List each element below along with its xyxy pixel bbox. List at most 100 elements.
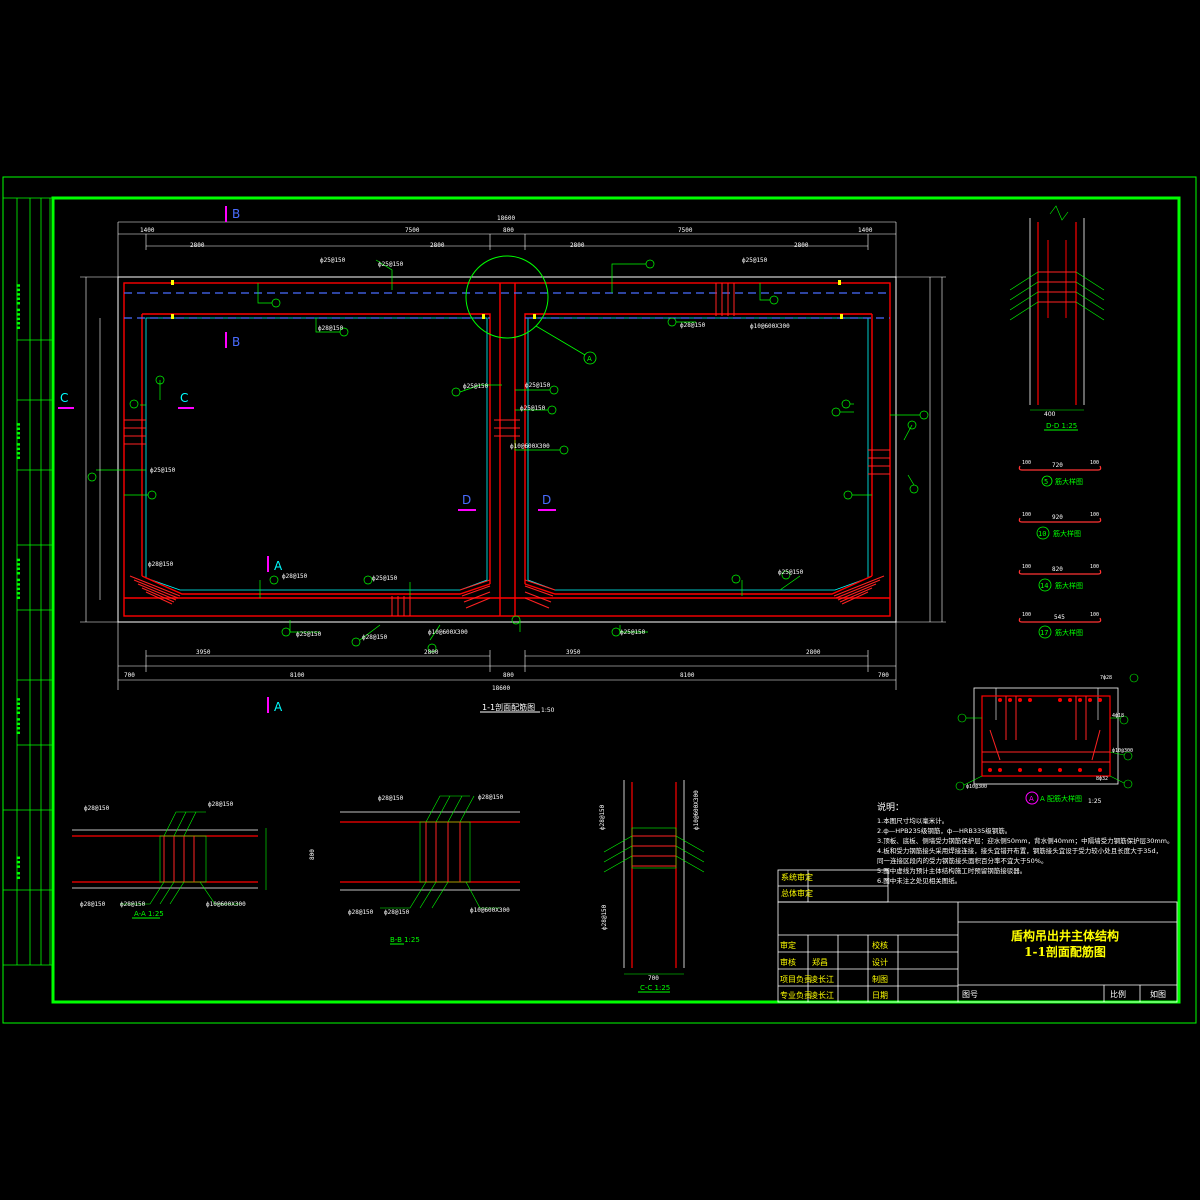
svg-text:100: 100 — [1090, 612, 1099, 618]
svg-text:C-C 1:25: C-C 1:25 — [640, 984, 670, 992]
svg-text:ф28@150: ф28@150 — [208, 801, 234, 808]
svg-text:∎∎∎∎∎ ∎∎∎∎: ∎∎∎∎∎ ∎∎∎∎ — [14, 558, 22, 600]
svg-text:C: C — [60, 391, 68, 405]
tb-cell-1-0: 审核 — [780, 958, 796, 967]
svg-text:100: 100 — [1022, 512, 1031, 518]
svg-text:ф28@150: ф28@150 — [348, 909, 374, 916]
svg-text:ф25@150: ф25@150 — [742, 257, 768, 264]
svg-text:5: 5 — [1044, 478, 1048, 486]
note-1: 1.本图尺寸均以毫米计。 — [877, 817, 949, 825]
svg-text:14: 14 — [1040, 582, 1048, 590]
svg-text:ф28@150: ф28@150 — [378, 795, 404, 802]
svg-text:700: 700 — [648, 975, 659, 982]
svg-text:1:25: 1:25 — [1088, 798, 1102, 805]
bar-shape-10: 100 920 100 10 筋大样图 — [1018, 512, 1102, 540]
svg-text:545: 545 — [1054, 614, 1065, 621]
detail-aa: ф28@150 ф28@150 ф28@150 ф28@150 ф10@600X… — [72, 801, 267, 919]
svg-text:A: A — [274, 559, 283, 573]
note-3: 3.顶板、底板、侧墙受力钢筋保护层：迎水侧50mm，背水侧40mm；中隔墙受力钢… — [877, 837, 1174, 845]
svg-text:C: C — [180, 391, 188, 405]
svg-text:筋大样图: 筋大样图 — [1053, 529, 1081, 538]
svg-text:ф10@600X300: ф10@600X300 — [750, 323, 790, 330]
svg-text:10: 10 — [1038, 530, 1046, 538]
tb-drawing-no: 图号 — [962, 990, 978, 999]
rebar-labels: ф25@150 ф25@150 ф25@150 ф28@150 ф10@600X… — [148, 257, 804, 641]
haunch-rebar — [124, 283, 890, 616]
svg-text:ф28@150: ф28@150 — [384, 909, 410, 916]
bar-shapes: 100 720 100 5 筋大样图 100 920 100 10 筋大样图 1… — [1018, 460, 1102, 639]
svg-text:ф28@150: ф28@150 — [80, 901, 106, 908]
dimension-lines — [80, 221, 946, 690]
svg-text:17: 17 — [1040, 629, 1048, 637]
svg-text:2800: 2800 — [190, 242, 205, 249]
notes-title: 说明： — [877, 803, 905, 813]
svg-text:800: 800 — [309, 849, 316, 860]
svg-text:18600: 18600 — [497, 215, 515, 222]
svg-text:ф28@150: ф28@150 — [318, 325, 344, 332]
svg-text:A: A — [1029, 795, 1034, 803]
bar-shape-5: 100 720 100 5 筋大样图 — [1018, 460, 1102, 487]
bar-shape-17: 100 545 100 17 筋大样图 — [1018, 612, 1102, 639]
section-marks: B B C C D D A A — [58, 206, 556, 714]
svg-text:800: 800 — [503, 672, 514, 679]
svg-text:2800: 2800 — [570, 242, 585, 249]
svg-text:ф10@600X300: ф10@600X300 — [470, 907, 510, 914]
svg-text:ф25@150: ф25@150 — [372, 575, 398, 582]
detail-bb: ф28@150 ф28@150 ф28@150 ф28@150 ф10@600X… — [309, 794, 520, 945]
svg-text:2800: 2800 — [430, 242, 445, 249]
leaders — [87, 259, 929, 653]
svg-text:100: 100 — [1090, 564, 1099, 570]
svg-text:1400: 1400 — [858, 227, 873, 234]
svg-text:700: 700 — [878, 672, 889, 679]
svg-text:ф28@150: ф28@150 — [362, 634, 388, 641]
tb-cell-2-0: 项目负责 — [780, 975, 812, 984]
left-stamp-column — [3, 197, 53, 966]
svg-text:ф25@150: ф25@150 — [778, 569, 804, 576]
connector-markers — [171, 280, 843, 319]
detail-a-big: 7ф28 4ф18 ф10@300 8ф32 ф10@300 A A 配筋大样图… — [955, 673, 1139, 805]
svg-text:1:50: 1:50 — [541, 707, 555, 714]
svg-text:筋大样图: 筋大样图 — [1055, 477, 1083, 486]
svg-text:ф25@150: ф25@150 — [620, 629, 646, 636]
svg-text:∎∎ ∎∎∎: ∎∎ ∎∎∎ — [14, 856, 22, 881]
svg-text:ф28@150: ф28@150 — [84, 805, 110, 812]
tb-cell-1-1: 郑昌 — [812, 958, 828, 967]
svg-text:∎∎∎∎ ∎∎∎∎: ∎∎∎∎ ∎∎∎∎ — [14, 422, 22, 460]
detail-dd: 400 D-D 1:25 — [1009, 205, 1105, 431]
svg-text:ф25@150: ф25@150 — [520, 405, 546, 412]
title-block — [777, 869, 1178, 1003]
svg-text:800: 800 — [503, 227, 514, 234]
svg-text:∎∎∎∎ ∎∎∎∎: ∎∎∎∎ ∎∎∎∎ — [14, 697, 22, 735]
drawing-title-line1: 盾构吊出井主体结构 — [1010, 929, 1119, 943]
svg-text:2800: 2800 — [806, 649, 821, 656]
detail-cc: ф28@150 ф10@600X300 ф28@150 700 C-C 1:25 — [599, 780, 705, 993]
tb-cell-3-0: 专业负责 — [780, 991, 812, 1000]
svg-text:ф25@150: ф25@150 — [525, 382, 551, 389]
inner-frame — [51, 196, 1181, 1004]
svg-text:A-A 1:25: A-A 1:25 — [134, 910, 164, 918]
svg-text:7ф28: 7ф28 — [1100, 675, 1112, 681]
svg-text:700: 700 — [124, 672, 135, 679]
svg-text:100: 100 — [1090, 512, 1099, 518]
notes-block: 说明： 1.本图尺寸均以毫米计。 2.ф—HPB235级钢筋，ф—HRB335级… — [877, 803, 1177, 886]
svg-text:ф28@150: ф28@150 — [478, 794, 504, 801]
svg-text:720: 720 — [1052, 462, 1063, 469]
svg-text:A: A — [587, 355, 592, 363]
left-cavity — [145, 317, 488, 591]
svg-text:8100: 8100 — [680, 672, 695, 679]
svg-text:3950: 3950 — [566, 649, 581, 656]
tb-cell-2-2: 制图 — [872, 975, 888, 984]
tb-cell-0-0: 审定 — [780, 941, 796, 950]
svg-text:筋大样图: 筋大样图 — [1055, 628, 1083, 637]
tb-cell-0-2: 校核 — [872, 941, 888, 950]
svg-text:B-B 1:25: B-B 1:25 — [390, 936, 420, 944]
svg-text:100: 100 — [1022, 564, 1031, 570]
tb-cell-2-1: 凌长江 — [810, 975, 834, 984]
svg-text:820: 820 — [1052, 566, 1063, 573]
detail-a-title: A 配筋大样图 — [1040, 794, 1082, 803]
svg-text:920: 920 — [1052, 514, 1063, 521]
svg-text:ф10@300: ф10@300 — [1112, 748, 1133, 754]
drawing-title: 盾构吊出井主体结构 1-1剖面配筋图 — [960, 928, 1170, 960]
main-section-title: 1-1剖面配筋图 — [482, 702, 535, 712]
